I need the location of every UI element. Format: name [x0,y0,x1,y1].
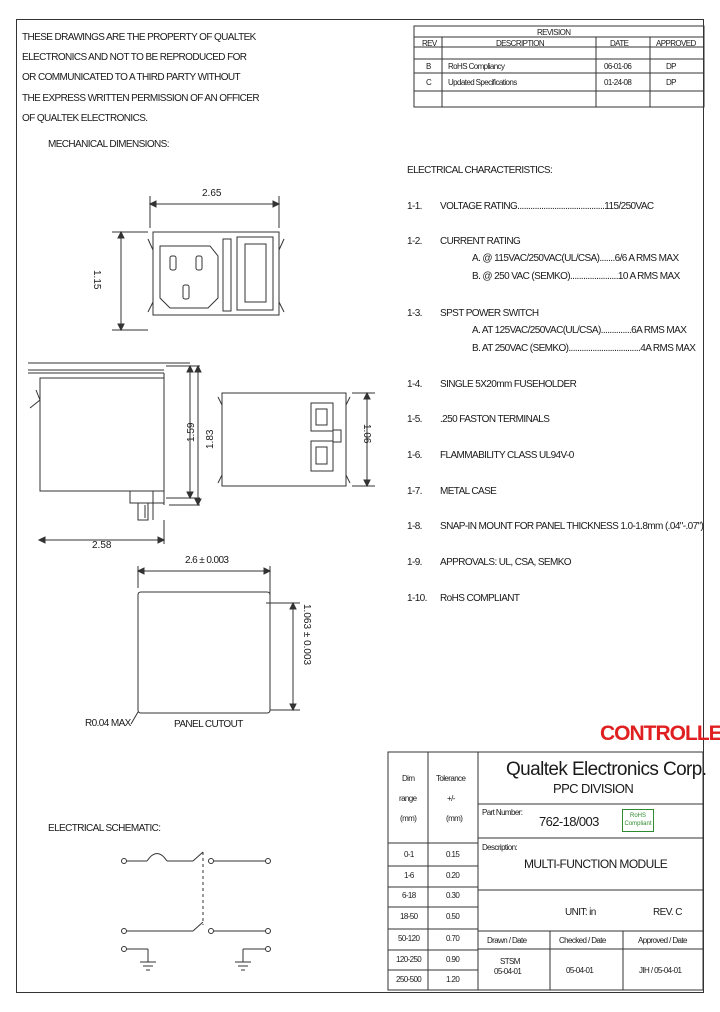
spec-number: 1-1. [407,201,422,212]
part-number-label: Part Number: [482,808,523,817]
spec-text: A. @ 115VAC/250VAC(UL/CSA).......6/6 A R… [472,253,679,264]
tol-header: Tolerance [436,774,466,783]
spec-number: 1-10. [407,593,427,604]
revision-header: DESCRIPTION [496,39,545,48]
revision-title: REVISION [537,28,571,37]
cutout-width-label: 2.6 ± 0.003 [185,555,229,566]
spec-number: 1-4. [407,379,422,390]
spec-number: 1-3. [407,308,422,319]
revision-cell: 06-01-06 [604,62,632,71]
spec-number: 1-7. [407,486,422,497]
description-value: MULTI-FUNCTION MODULE [524,857,668,871]
dimension-label: 2.58 [92,540,112,551]
revision-cell: B [426,62,431,71]
spec-text: CURRENT RATING [440,236,521,247]
revision-header: REV [422,39,437,48]
spec-text: RoHS COMPLIANT [440,593,520,604]
electrical-title: ELECTRICAL CHARACTERISTICS: [407,165,553,176]
tol-header: +/- [447,794,455,803]
revision-cell: RoHS Compliancy [448,62,505,71]
spec-text: SNAP-IN MOUNT FOR PANEL THICKNESS 1.0-1.… [440,521,704,532]
rev-label: REV. C [653,907,682,918]
revision-header: DATE [610,39,629,48]
dim-header: range [399,794,417,803]
tolerance-range: 18-50 [400,912,418,921]
cutout-title: PANEL CUTOUT [174,719,243,730]
revision-cell: C [426,78,432,87]
cutout-height-label: 1.063 ± 0.003 [301,604,312,666]
spec-text: .250 FASTON TERMINALS [440,414,550,425]
notice-line: OR COMMUNICATED TO A THIRD PARTY WITHOUT [22,72,241,83]
tolerance-range: 120-250 [396,955,422,964]
dimension-label: 1.06 [361,424,372,444]
approved-value: JIH / 05-04-01 [639,966,682,975]
drawing-frame [16,19,704,993]
rohs-badge-line: Compliant [624,821,652,827]
revision-header: APPROVED [656,39,696,48]
dimension-label: 2.65 [202,188,222,199]
spec-text: VOLTAGE RATING..........................… [440,201,654,212]
tolerance-range: 250-500 [396,975,422,984]
dim-header: (mm) [400,814,417,823]
tolerance-value: 0.90 [446,955,460,964]
spec-number: 1-2. [407,236,422,247]
drawn-label: Drawn / Date [487,936,527,945]
spec-text: APPROVALS: UL, CSA, SEMKO [440,557,572,568]
tolerance-value: 0.50 [446,912,460,921]
spec-number: 1-6. [407,450,422,461]
spec-number: 1-5. [407,414,422,425]
company-name: Qualtek Electronics Corp. [506,759,707,780]
rohs-badge-line: RoHS [629,813,646,819]
revision-cell: DP [666,62,677,71]
revision-cell: 01-24-08 [604,78,632,87]
tolerance-range: 50-120 [398,934,420,943]
tolerance-range: 1-6 [404,871,414,880]
spec-number: 1-8. [407,521,422,532]
controlled-stamp: CONTROLLED [600,722,720,745]
revision-cell: Updated Specifications [448,78,517,87]
dim-header: Dim [402,774,415,783]
dimension-label: 1.59 [186,422,197,442]
unit-label: UNIT: in [565,907,596,918]
notice-line: OF QUALTEK ELECTRONICS. [22,113,148,124]
tolerance-value: 0.30 [446,891,460,900]
rohs-compliant-badge: RoHS Compliant [622,809,654,832]
tolerance-value: 1.20 [446,975,460,984]
drawn-value: 05-04-01 [494,967,522,976]
tolerance-range: 6-18 [402,891,416,900]
tolerance-value: 0.20 [446,871,460,880]
approved-label: Approved / Date [638,936,687,945]
spec-text: SPST POWER SWITCH [440,308,539,319]
tol-header: (mm) [446,814,463,823]
schematic-title: ELECTRICAL SCHEMATIC: [48,823,161,834]
title-block [388,752,703,990]
revision-cell: DP [666,78,677,87]
dimension-label: 1.15 [91,270,102,290]
description-label: Description: [482,843,518,852]
spec-text: METAL CASE [440,486,497,497]
spec-number: 1-9. [407,557,422,568]
spec-text: SINGLE 5X20mm FUSEHOLDER [440,379,577,390]
tolerance-value: 0.15 [446,850,460,859]
checked-label: Checked / Date [559,936,606,945]
spec-text: B. @ 250 VAC (SEMKO)....................… [472,271,680,282]
tolerance-value: 0.70 [446,934,460,943]
notice-line: THE EXPRESS WRITTEN PERMISSION OF AN OFF… [22,93,260,104]
checked-value: 05-04-01 [566,966,594,975]
notice-line: THESE DRAWINGS ARE THE PROPERTY OF QUALT… [22,32,256,43]
spec-text: A. AT 125VAC/250VAC(UL/CSA).............… [472,325,687,336]
cutout-radius-label: R0.04 MAX [85,718,131,729]
mechanical-title: MECHANICAL DIMENSIONS: [48,139,170,150]
tolerance-range: 0-1 [404,850,414,859]
dimension-label: 1.83 [205,429,216,449]
notice-line: ELECTRONICS AND NOT TO BE REPRODUCED FOR [22,52,247,63]
part-number: 762-18/003 [539,814,599,829]
division-name: PPC DIVISION [553,781,634,796]
spec-text: B. AT 250VAC (SEMKO)....................… [472,343,696,354]
drawn-value: STSM [500,957,520,966]
spec-text: FLAMMABILITY CLASS UL94V-0 [440,450,574,461]
